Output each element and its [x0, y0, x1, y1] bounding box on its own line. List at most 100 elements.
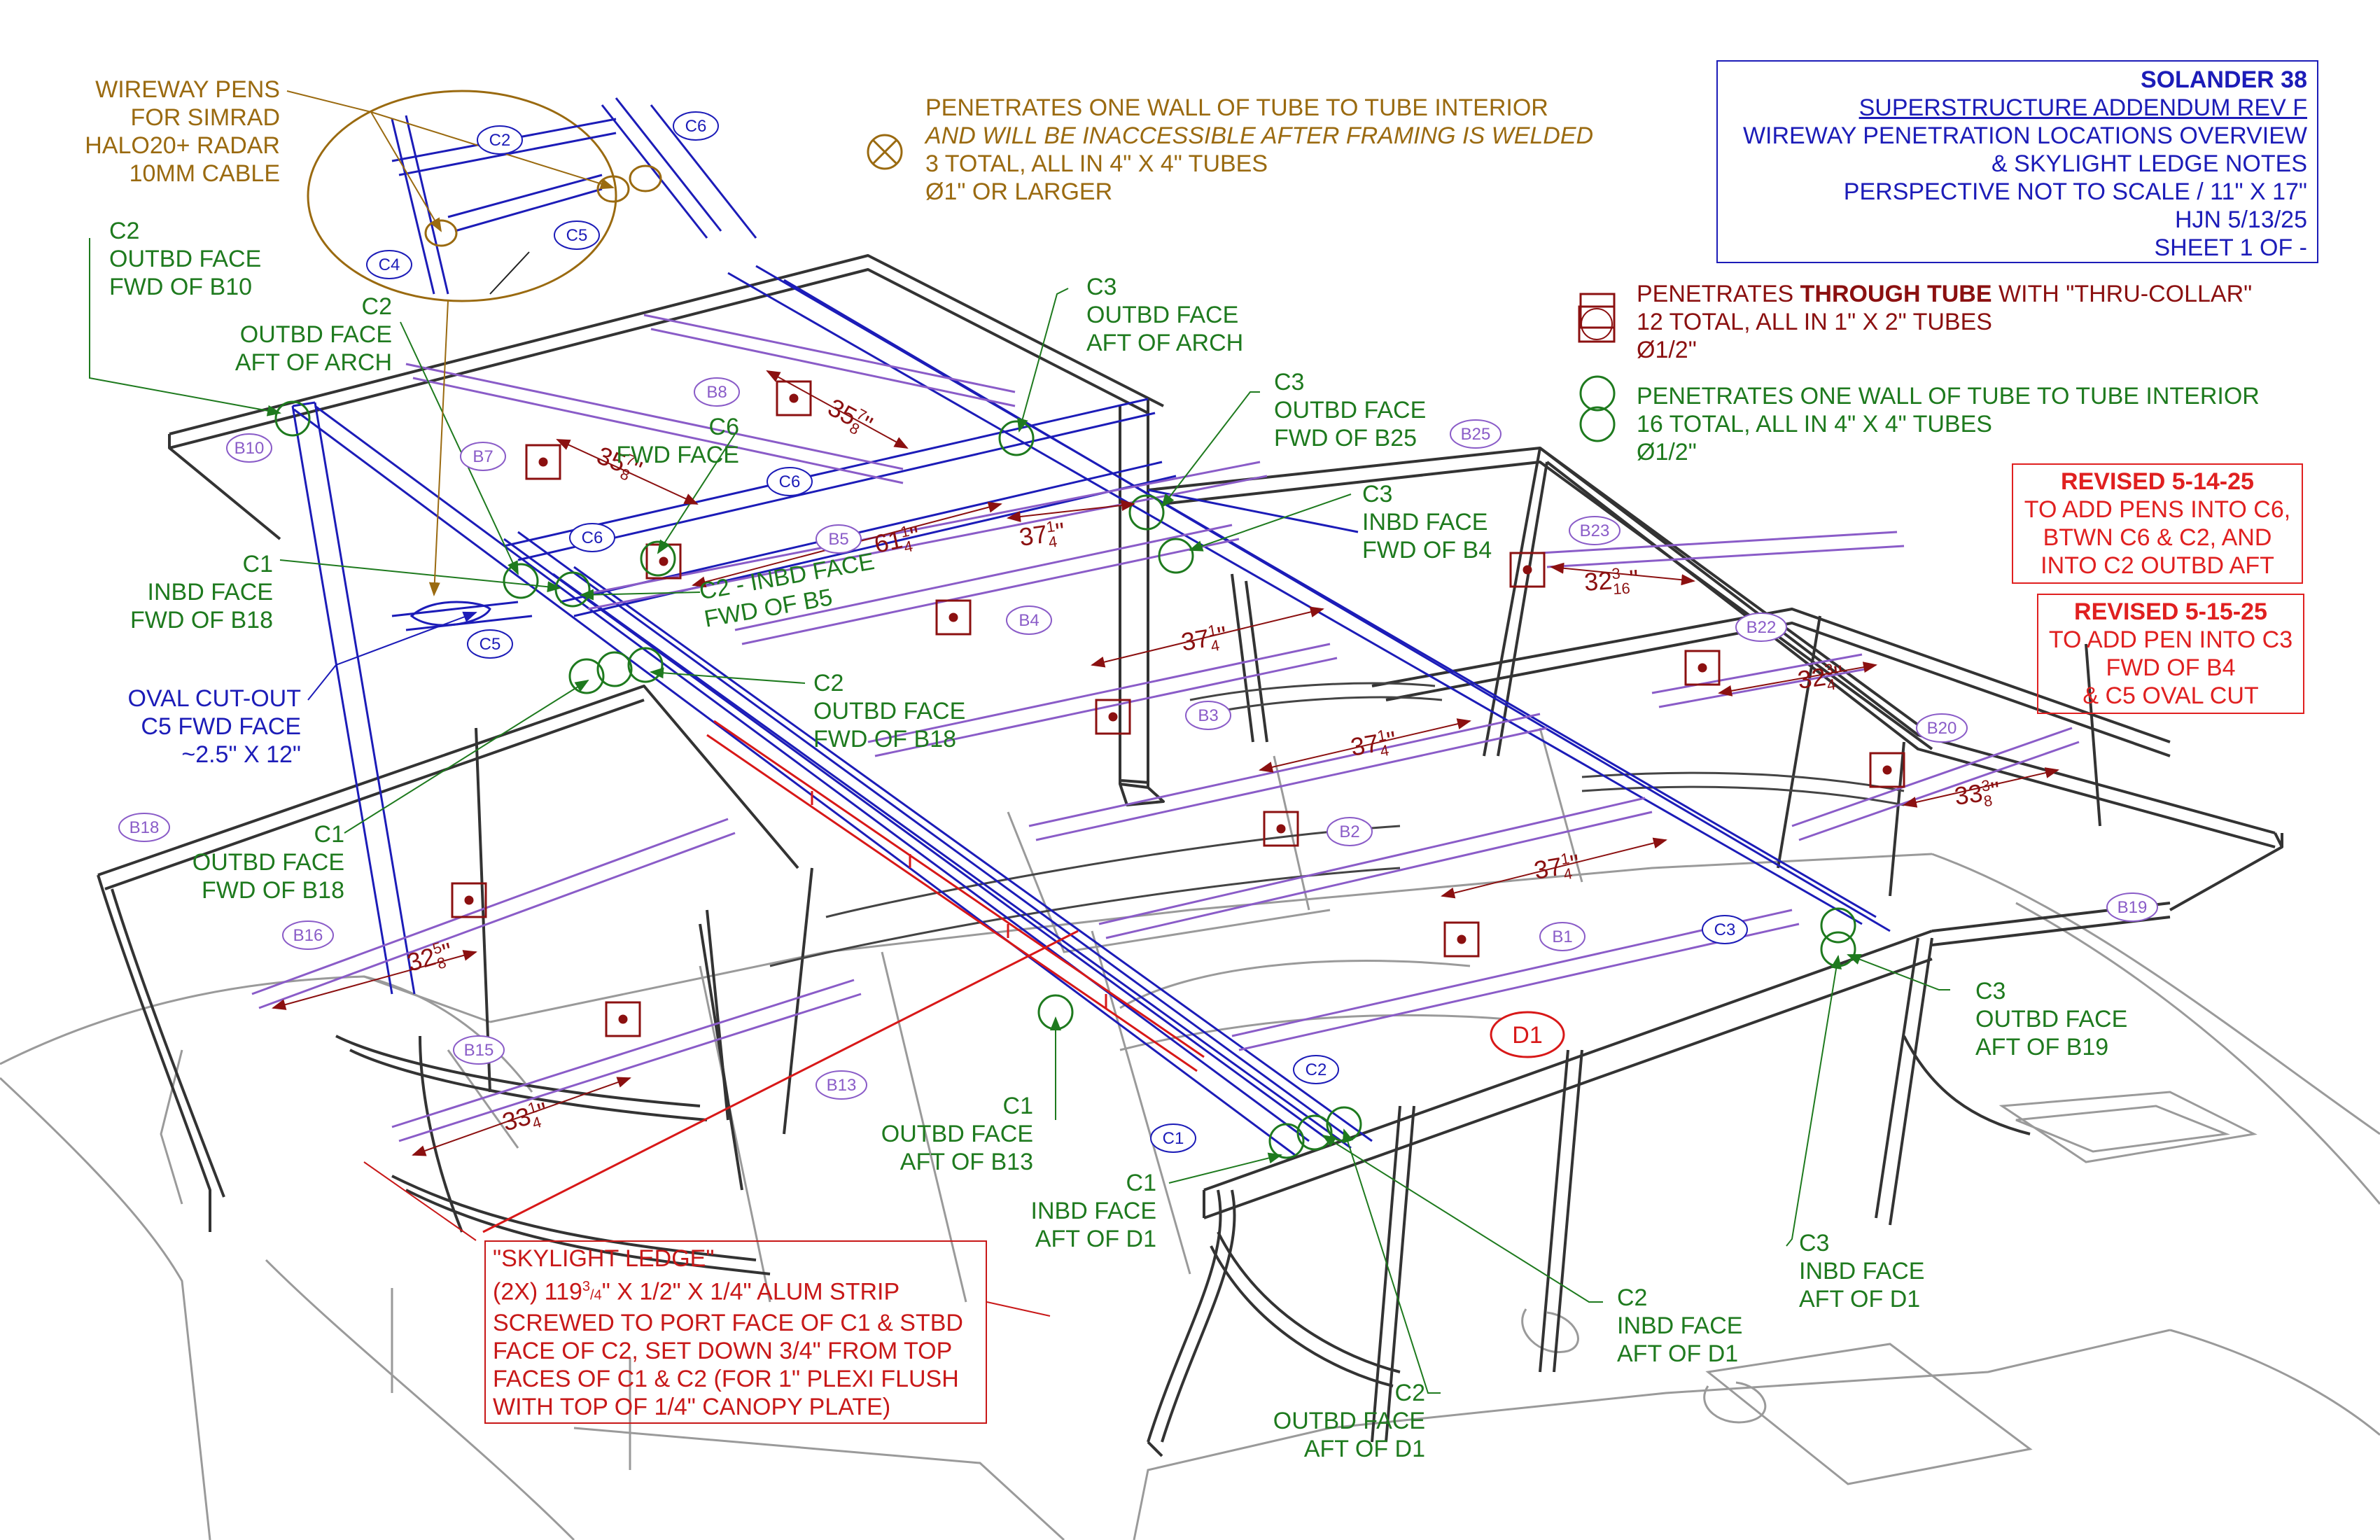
svg-text:32316": 32316": [1583, 564, 1640, 600]
svg-text:B10: B10: [234, 439, 265, 458]
callout-c3-inbd-aft-d1: C3 INBD FACE AFT OF D1: [1799, 1230, 1925, 1312]
tag-b13: B13: [816, 1070, 867, 1100]
tag-b3: B3: [1185, 701, 1231, 730]
tag-b2: B2: [1326, 817, 1373, 846]
svg-text:3714": 3714": [1179, 620, 1229, 660]
leaders-blue: [307, 611, 477, 701]
svg-text:C6: C6: [779, 472, 801, 491]
title-author-date: HJN 5/13/25: [2175, 206, 2307, 233]
revision-box-2: REVISED 5-15-25 TO ADD PEN INTO C3 FWD O…: [2037, 594, 2304, 714]
tag-c1: C1: [1150, 1124, 1196, 1153]
callout-c1-inbd-fwd-b18: C1 INBD FACE FWD OF B18: [130, 551, 273, 634]
svg-text:B22: B22: [1746, 618, 1777, 637]
tag-d1: D1: [1490, 1011, 1565, 1058]
tag-c6-lower: C6: [569, 523, 615, 552]
svg-text:3258": 3258": [404, 936, 457, 980]
dim-b5b: 3714": [1017, 516, 1067, 555]
beam-tags: B10 B7 B8 B5 B4 B3 B2 B1 B25 B23 B22 B20…: [118, 377, 2158, 1100]
callout-c2-outbd-fwd-b10: C2 OUTBD FACE FWD OF B10: [109, 218, 262, 300]
tag-b19: B19: [2106, 892, 2158, 922]
legend-thru-collar: PENETRATES THROUGH TUBE WITH "THRU-COLLA…: [1637, 281, 2253, 363]
svg-text:3314": 3314": [499, 1096, 552, 1140]
svg-text:B19: B19: [2118, 898, 2148, 917]
dim-b4: 3714": [1179, 620, 1229, 660]
tag-b18: B18: [118, 813, 170, 842]
svg-text:C6: C6: [582, 528, 603, 547]
dim-b22: 3234": [1795, 659, 1845, 698]
svg-text:B16: B16: [293, 926, 323, 945]
tag-c6-detail: C6: [673, 111, 719, 141]
dim-b20: 3338": [1952, 775, 2002, 814]
tag-b8: B8: [694, 377, 740, 407]
tag-c5-detail: C5: [554, 220, 600, 250]
leaders-red: [363, 1161, 1051, 1317]
svg-text:B1: B1: [1552, 927, 1572, 946]
dim-b16: 3258": [404, 936, 457, 980]
svg-text:3578": 3578": [822, 392, 878, 442]
callout-c2-outbd-aft-d1: C2 OUTBD FACE AFT OF D1: [1273, 1380, 1425, 1462]
svg-text:C2: C2: [489, 131, 511, 150]
svg-text:B7: B7: [472, 447, 493, 466]
svg-text:B2: B2: [1339, 822, 1359, 841]
tag-c3: C3: [1702, 915, 1748, 944]
tube-tags: C4 C2 C5 C6 C6 C6 C5 C3 C2 C1: [366, 111, 1748, 1153]
tag-c2: C2: [1293, 1055, 1339, 1084]
tag-b23: B23: [1569, 516, 1620, 545]
svg-text:B8: B8: [706, 383, 727, 402]
svg-text:D1: D1: [1512, 1022, 1542, 1049]
svg-text:3234": 3234": [1795, 659, 1845, 698]
leaders-green: [89, 238, 1950, 1394]
legend-one-wall-symbol: [1579, 406, 1616, 442]
svg-text:C3: C3: [1714, 920, 1736, 939]
title-description: WIREWAY PENETRATION LOCATIONS OVERVIEW: [1742, 122, 2307, 149]
revision-box-1: REVISED 5-14-25 TO ADD PENS INTO C6, BTW…: [2012, 463, 2303, 584]
tube-c-members: [291, 265, 1891, 1156]
svg-text:B13: B13: [827, 1076, 857, 1095]
svg-text:C5: C5: [566, 226, 588, 245]
callout-c3-inbd-fwd-b4: C3 INBD FACE FWD OF B4: [1362, 481, 1492, 564]
dim-b2: 3714": [1532, 848, 1582, 888]
legend-symbols: [1578, 305, 1616, 442]
dim-b15: 3314": [499, 1096, 552, 1140]
dim-b23: 32316": [1583, 564, 1640, 600]
svg-text:B4: B4: [1018, 611, 1039, 630]
svg-text:C4: C4: [379, 255, 400, 274]
skylight-ledge-strip: [482, 720, 1205, 1233]
tag-b4: B4: [1006, 606, 1052, 635]
svg-text:6114": 6114": [872, 520, 923, 562]
title-project: SOLANDER 38: [2140, 66, 2307, 93]
callout-c3-outbd-aft-b19: C3 OUTBD FACE AFT OF B19: [1975, 978, 2128, 1060]
tag-b5: B5: [816, 524, 862, 554]
dim-b5: 6114": [872, 520, 923, 562]
tag-b20: B20: [1916, 713, 1968, 743]
svg-text:B18: B18: [130, 818, 160, 837]
tag-b10: B10: [226, 433, 272, 463]
svg-text:B25: B25: [1461, 425, 1491, 444]
tag-b1: B1: [1539, 922, 1586, 951]
dimension-labels: 3578" 3578" 6114" 3714" 3714" 3714" 3714…: [404, 392, 2002, 1140]
callout-oval-cutout: OVAL CUT-OUT C5 FWD FACE ~2.5" X 12": [127, 685, 301, 768]
svg-text:B15: B15: [464, 1041, 494, 1060]
svg-text:3338": 3338": [1952, 775, 2002, 814]
svg-text:3714": 3714": [1348, 724, 1399, 765]
tag-b7: B7: [460, 442, 506, 471]
svg-text:C1: C1: [1163, 1129, 1184, 1148]
skylight-ledge-note: "SKYLIGHT LEDGE" (2X) 1193/4" X 1/2" X 1…: [484, 1240, 987, 1424]
tag-b22: B22: [1735, 612, 1787, 642]
svg-text:3714": 3714": [1532, 848, 1582, 888]
title-scale: PERSPECTIVE NOT TO SCALE / 11" X 17": [1843, 178, 2307, 205]
dim-b8: 3578": [822, 392, 878, 442]
title-description-2: & SKYLIGHT LEDGE NOTES: [1991, 150, 2307, 177]
callout-c2-outbd-fwd-b18: C2 OUTBD FACE FWD OF B18: [813, 670, 966, 752]
svg-text:C5: C5: [479, 635, 501, 654]
callout-c6-fwd-face: C6 FWD FACE: [616, 414, 739, 468]
callout-c1-inbd-aft-d1: C1 INBD FACE AFT OF D1: [1030, 1170, 1156, 1252]
title-sheet: SHEET 1 OF -: [2154, 234, 2307, 261]
callout-c1-outbd-aft-b13: C1 OUTBD FACE AFT OF B13: [881, 1093, 1033, 1175]
tag-b15: B15: [453, 1035, 505, 1065]
tag-b16: B16: [282, 920, 334, 950]
svg-text:3714": 3714": [1017, 516, 1067, 555]
tag-c6-main: C6: [766, 467, 813, 496]
callout-c1-outbd-fwd-b18: C1 OUTBD FACE FWD OF B18: [192, 821, 344, 904]
